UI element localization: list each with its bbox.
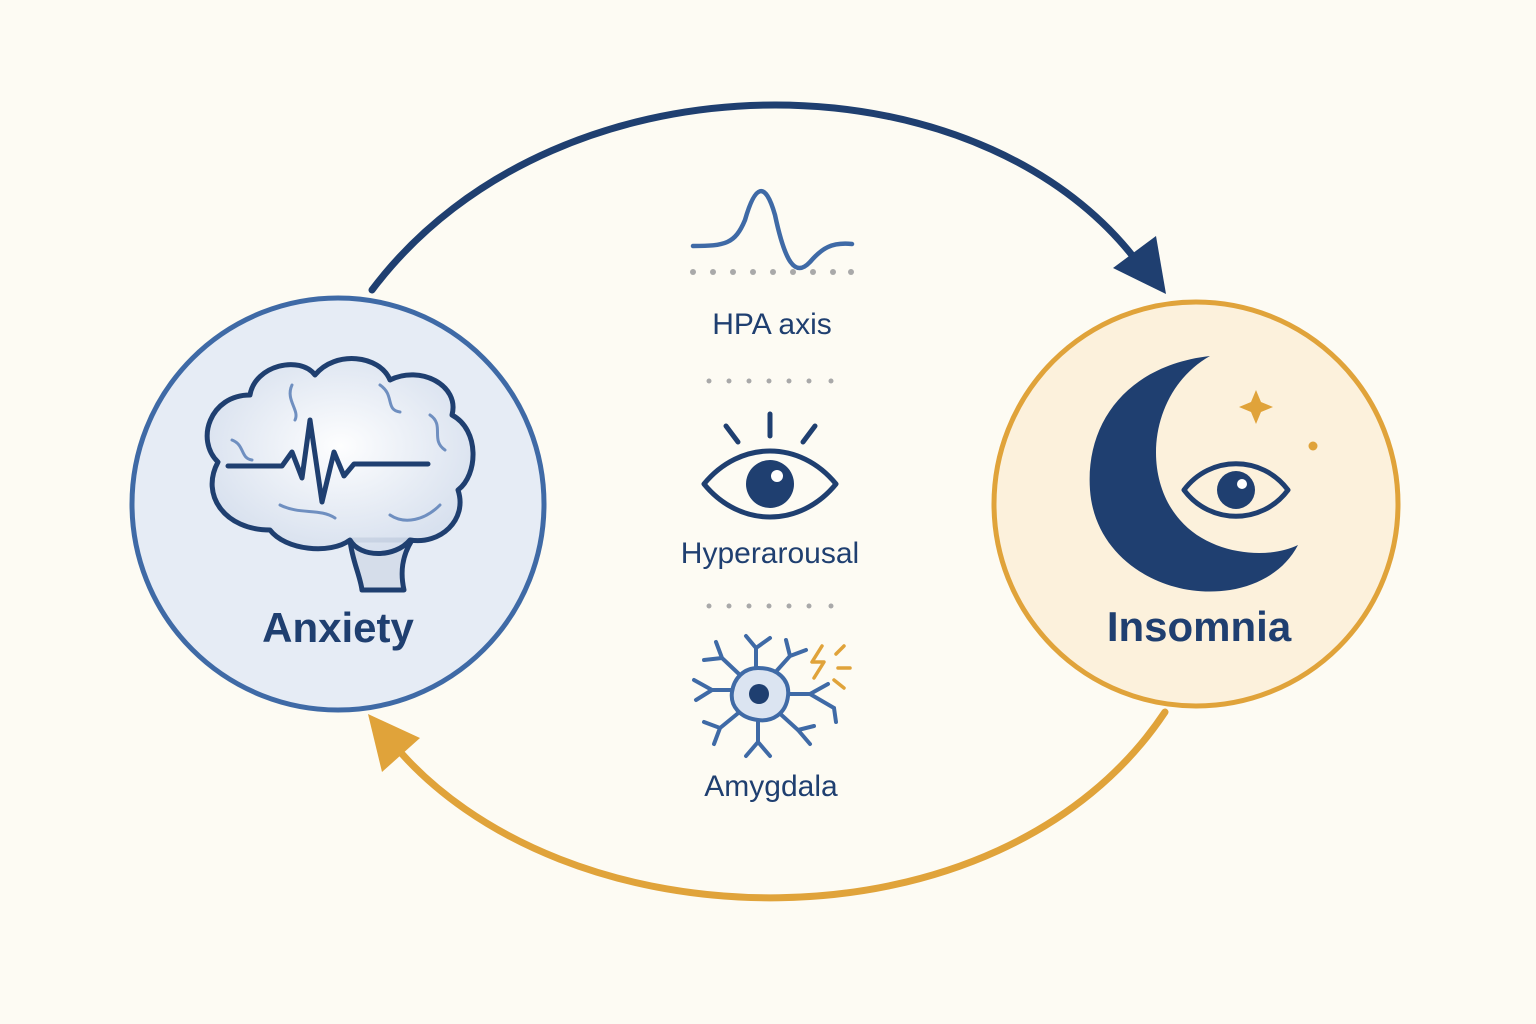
insomnia-eye-icon bbox=[1181, 461, 1291, 519]
arrow-head-bottom bbox=[368, 714, 420, 772]
star-dot-icon bbox=[1308, 441, 1318, 451]
open-eye-icon bbox=[701, 411, 839, 520]
separator-dots-1 bbox=[706, 378, 834, 384]
sparkle-icon bbox=[1239, 390, 1273, 424]
mechanism-hpa-axis: HPA axis bbox=[690, 189, 855, 341]
neuron-icon bbox=[692, 634, 838, 758]
arrow-insomnia-to-anxiety bbox=[368, 708, 1169, 902]
crescent-moon-icon bbox=[1089, 356, 1298, 592]
mechanism-amygdala: Amygdala bbox=[692, 634, 852, 803]
node-label-anxiety: Anxiety bbox=[262, 604, 414, 651]
brain-pulse-line bbox=[225, 417, 431, 505]
mechanism-hyperarousal: Hyperarousal bbox=[681, 411, 859, 570]
hormone-wave-icon bbox=[690, 189, 855, 271]
brain-icon bbox=[204, 356, 476, 593]
node-anxiety: Anxiety bbox=[129, 295, 547, 713]
separator-dots-2 bbox=[706, 603, 834, 609]
spark-icon bbox=[810, 644, 852, 690]
node-label-insomnia: Insomnia bbox=[1107, 603, 1292, 650]
dotted-baseline bbox=[690, 269, 854, 275]
mechanism-label-hyperarousal: Hyperarousal bbox=[681, 537, 859, 570]
mechanism-label-hpa-axis: HPA axis bbox=[712, 308, 832, 341]
arrow-head-top bbox=[1113, 236, 1166, 294]
arrow-anxiety-to-insomnia bbox=[368, 101, 1166, 294]
node-insomnia: Insomnia bbox=[991, 299, 1401, 709]
mechanism-label-amygdala: Amygdala bbox=[704, 770, 838, 803]
